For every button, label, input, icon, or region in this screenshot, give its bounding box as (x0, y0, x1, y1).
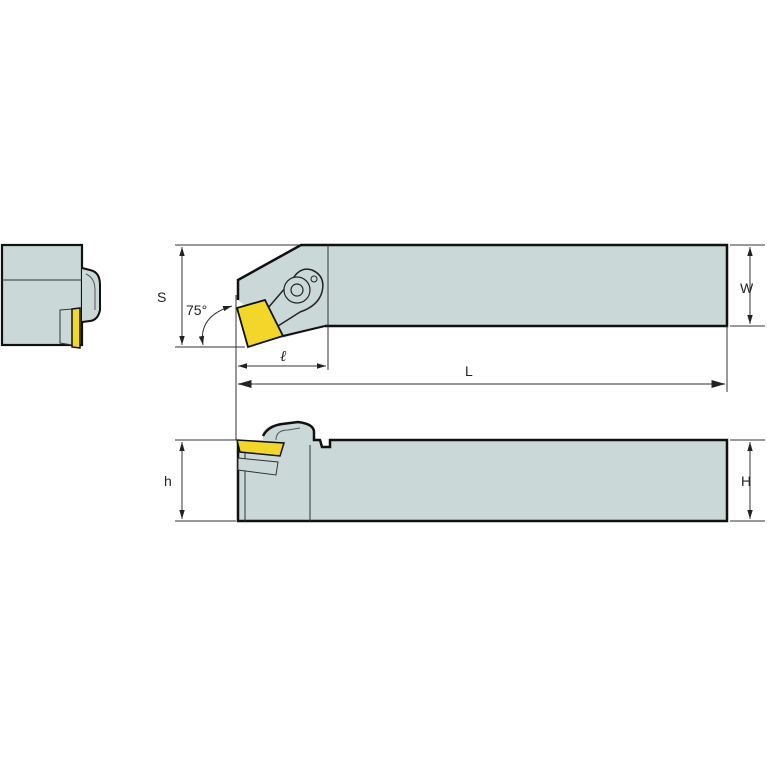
label-S: S (157, 289, 166, 305)
side-view (236, 420, 729, 523)
label-h: h (164, 473, 172, 489)
end-view (0, 243, 101, 349)
label-H: H (741, 473, 751, 489)
label-W: W (740, 280, 754, 296)
insert-side-view (236, 439, 285, 457)
label-L: L (465, 363, 473, 379)
label-angle: 75° (186, 302, 207, 318)
label-l: ℓ (280, 349, 286, 365)
dimensions (175, 244, 765, 522)
insert-end-view (71, 307, 81, 349)
top-view (235, 243, 729, 349)
insert-top-view (235, 298, 285, 349)
